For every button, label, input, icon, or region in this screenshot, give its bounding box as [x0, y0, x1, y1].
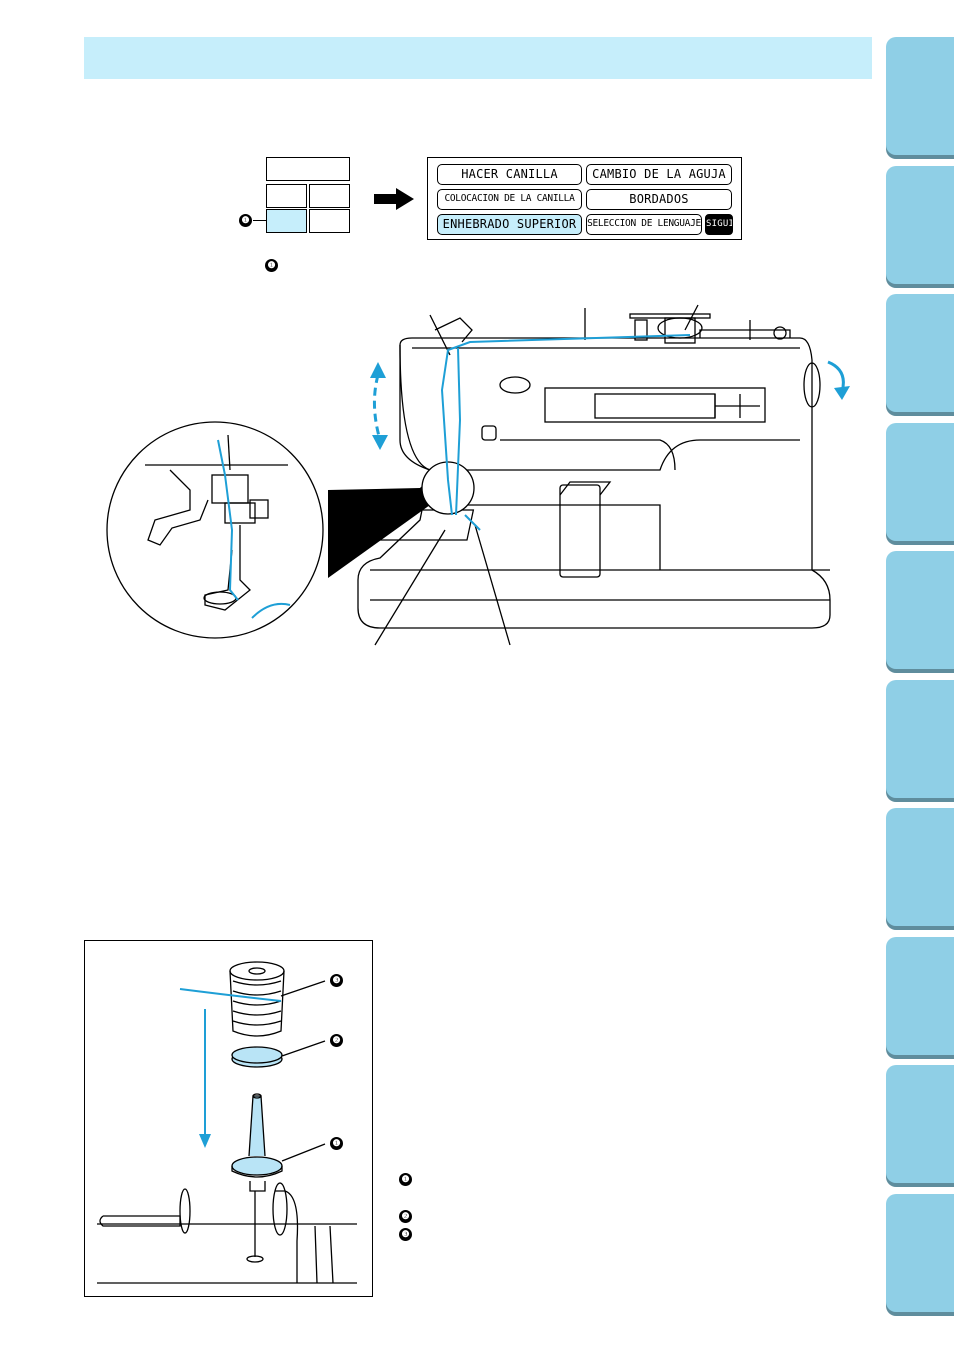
side-tab-1[interactable] — [886, 37, 954, 155]
lcd-button-hacer-canilla[interactable]: HACER CANILLA — [437, 164, 582, 185]
side-tab-6[interactable] — [886, 680, 954, 798]
down-arrow-icon — [199, 1134, 211, 1148]
mini-panel-top-cell — [266, 157, 350, 181]
legend-number-1: ❶ — [399, 1173, 412, 1186]
side-tab-10[interactable] — [886, 1194, 954, 1312]
side-tab-9[interactable] — [886, 1065, 954, 1183]
rotate-arrow-icon — [834, 386, 850, 400]
lcd-button-enhebrado-superior[interactable]: ENHEBRADO SUPERIOR — [437, 214, 582, 235]
side-tab-4[interactable] — [886, 423, 954, 541]
up-down-arrow-icon — [370, 362, 386, 378]
side-tab-7[interactable] — [886, 808, 954, 926]
callout-leader — [253, 220, 266, 221]
legend-number-2: ❷ — [399, 1210, 412, 1223]
lcd-button-sigui[interactable]: SIGUI — [705, 214, 733, 235]
lcd-screen: HACER CANILLA CAMBIO DE LA AGUJA COLOCAC… — [427, 157, 742, 240]
spool-figure: ❸ ❷ ❶ — [84, 940, 373, 1297]
callout-number: ❶ — [239, 214, 252, 227]
side-tab-2[interactable] — [886, 166, 954, 284]
spool-callout-3: ❸ — [330, 974, 343, 987]
spool-illustration — [97, 961, 357, 1284]
lcd-button-cambio-aguja[interactable]: CAMBIO DE LA AGUJA — [586, 164, 732, 185]
page-header-bar — [84, 37, 872, 79]
lcd-button-seleccion-lenguaje[interactable]: SELECCION DE LENGUAJE — [586, 214, 702, 235]
side-tab-5[interactable] — [886, 551, 954, 669]
side-tab-3[interactable] — [886, 294, 954, 412]
lcd-button-colocacion-canilla[interactable]: COLOCACION DE LA CANILLA — [437, 189, 582, 210]
lcd-button-bordados[interactable]: BORDADOS — [586, 189, 732, 210]
legend-number-3: ❸ — [399, 1228, 412, 1241]
arrow-right-icon — [374, 188, 414, 210]
mini-panel-cell — [266, 184, 307, 208]
spool-callout-2: ❷ — [330, 1034, 343, 1047]
mini-panel-cell — [309, 209, 350, 233]
caption-callout-number: ❶ — [265, 259, 278, 272]
side-tab-8[interactable] — [886, 937, 954, 1055]
machine-illustration — [106, 304, 850, 646]
mini-panel-highlight-cell — [266, 209, 307, 233]
spool-callout-1: ❶ — [330, 1137, 343, 1150]
mini-panel-cell — [309, 184, 350, 208]
